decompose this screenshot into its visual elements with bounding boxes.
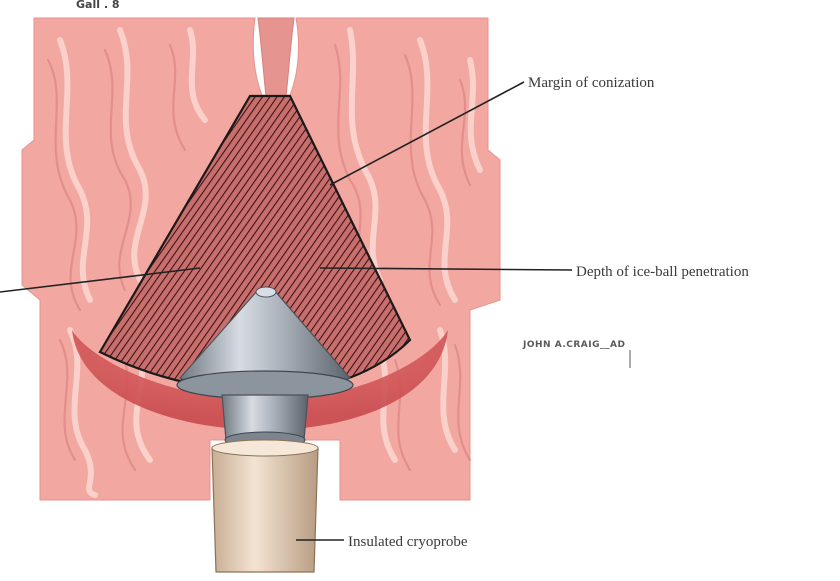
probe-tip-cap xyxy=(256,287,276,297)
cervical-canal xyxy=(258,18,294,96)
label-insulated-cryoprobe: Insulated cryoprobe xyxy=(348,533,468,551)
label-margin-of-conization: Margin of conization xyxy=(528,74,654,92)
plate-mark: Gall . 8 xyxy=(76,0,119,11)
label-depth-of-ice-ball-penetration: Depth of ice-ball penetration xyxy=(576,263,749,281)
artist-signature: JOHN A.CRAIG__AD xyxy=(523,340,625,350)
probe-insulation xyxy=(212,448,318,572)
